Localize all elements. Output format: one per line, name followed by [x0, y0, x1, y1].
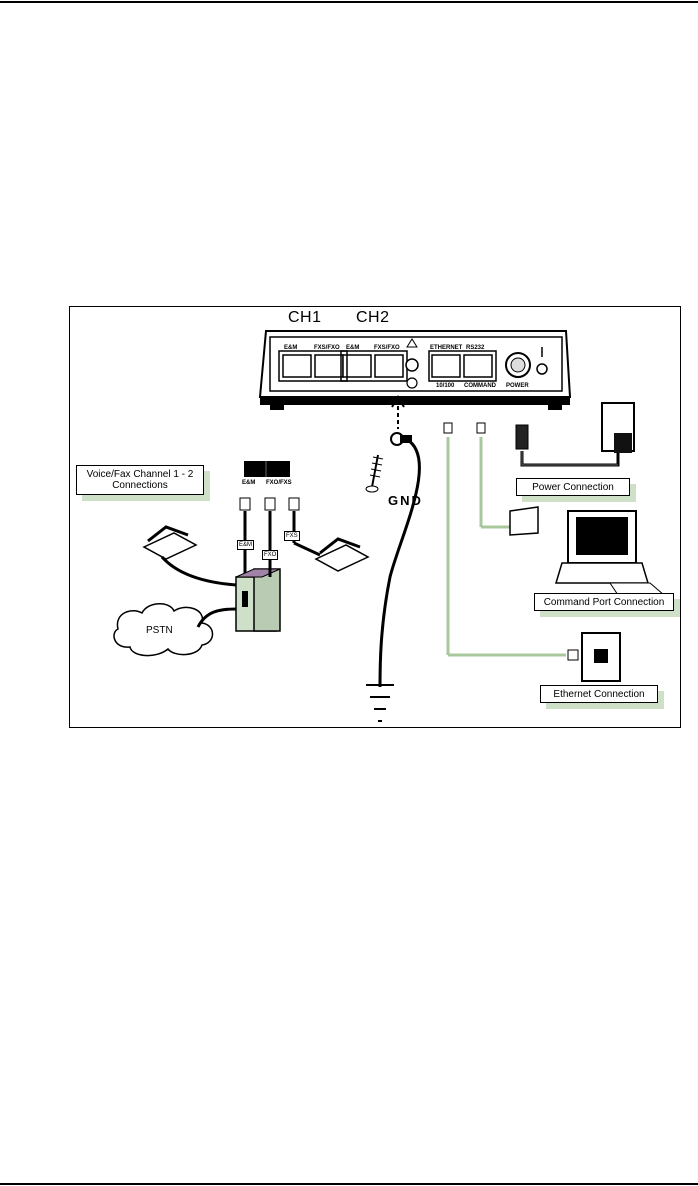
port-label-command: COMMAND [464, 383, 496, 389]
pstn-label: PSTN [146, 625, 173, 636]
computer [554, 510, 666, 596]
voice-fax-label: Voice/Fax Channel 1 - 2 Connections [76, 465, 204, 495]
gnd-label: GND [388, 493, 423, 508]
voice-fax-label-line2: Connections [112, 480, 168, 491]
voice-connections [113, 461, 370, 657]
cable-tag-em: E&M [237, 540, 255, 550]
header-rule [0, 1, 698, 3]
footer-rule [0, 1183, 698, 1185]
power-connection-label: Power Connection [516, 478, 630, 496]
ethernet-connection-label: Ethernet Connection [540, 685, 658, 703]
port-label-fxs-2: FXS/FXO [374, 345, 400, 351]
connection-diagram: CH1 CH2 E&M FXS/FXO E&M FXS/FXO ETHERNET… [69, 306, 681, 728]
cable-tag-fxs: FXS [284, 531, 300, 541]
ethernet-jack [567, 632, 621, 682]
port-label-ethernet: ETHERNET [430, 345, 463, 351]
port-label-em-1: E&M [284, 345, 298, 351]
ch2-label: CH2 [356, 309, 390, 326]
power-cable [515, 402, 635, 467]
port-label-10-100: 10/100 [436, 383, 455, 389]
cable-tag-fxo: FXO [262, 550, 279, 560]
command-port-connection-label: Command Port Connection [534, 593, 674, 611]
module-label-em: E&M [242, 480, 256, 486]
port-label-power: POWER [506, 383, 529, 389]
data-cables [443, 422, 566, 657]
ch1-label: CH1 [288, 309, 322, 326]
diagram-drawing [113, 330, 666, 722]
port-label-fxs-1: FXS/FXO [314, 345, 340, 351]
module-label-fxo-fxs: FXO/FXS [266, 480, 292, 486]
voice-fax-label-line1: Voice/Fax Channel 1 - 2 [86, 469, 194, 480]
ground-cable [365, 395, 421, 722]
port-row [278, 338, 548, 389]
port-label-em-2: E&M [346, 345, 360, 351]
port-label-rs232: RS232 [466, 345, 485, 351]
